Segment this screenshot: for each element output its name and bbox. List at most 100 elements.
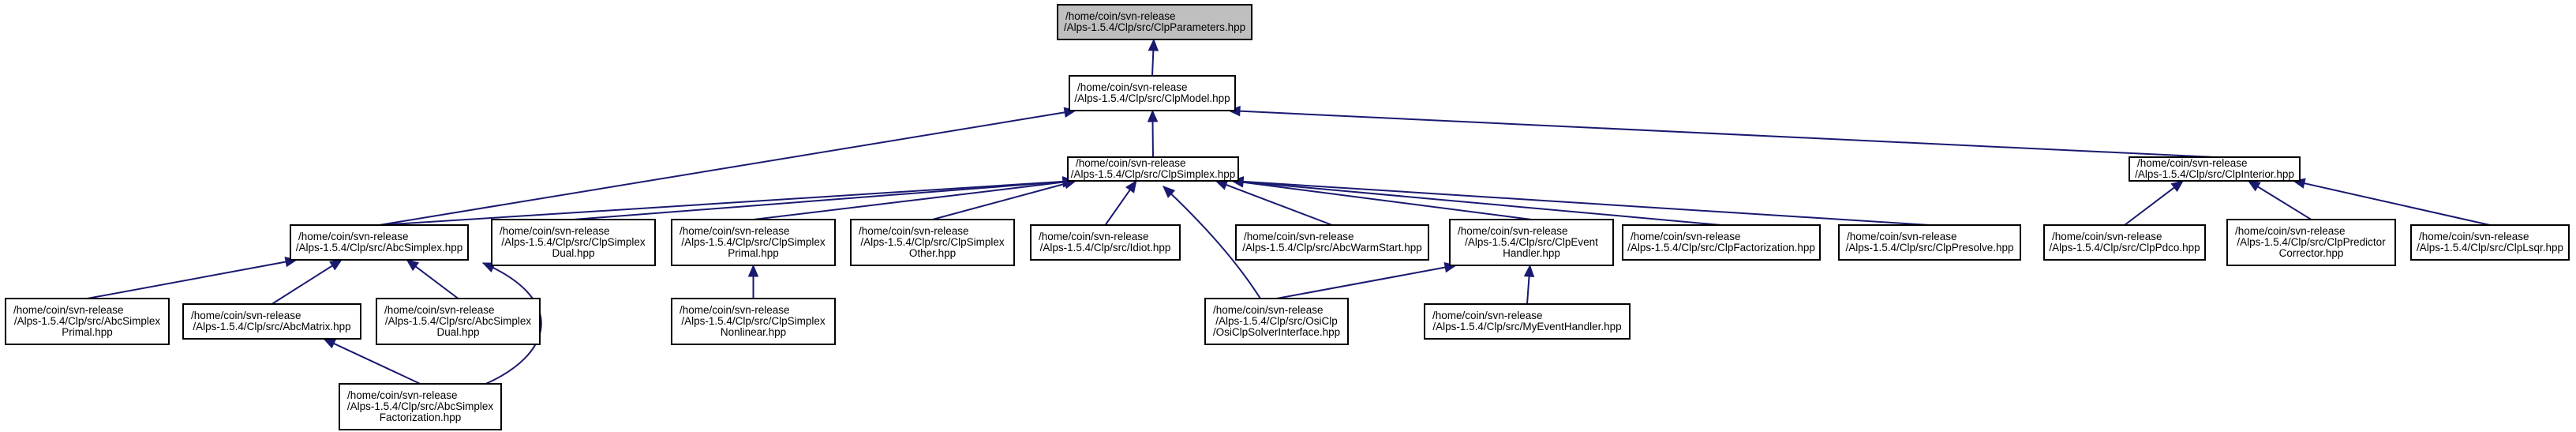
- node-path-line: /Alps-1.5.4/Clp/src/ClpModel.hpp: [1074, 92, 1230, 104]
- node-AbcSimplex[interactable]: /home/coin/svn-release/Alps-1.5.4/Clp/sr…: [290, 224, 469, 261]
- node-path-line: /Alps-1.5.4/Clp/src/ClpParameters.hpp: [1064, 21, 1245, 33]
- node-path-prefix: /home/coin/svn-release: [1244, 231, 1354, 242]
- node-path-prefix: /home/coin/svn-release: [1065, 10, 1176, 22]
- node-path-line: /Alps-1.5.4/Clp/src/ClpSimplex: [501, 236, 646, 248]
- node-path-line: /Alps-1.5.4/Clp/src/ClpPresolve.hpp: [1845, 242, 2013, 254]
- node-AbcSimplexFactorization[interactable]: /home/coin/svn-release/Alps-1.5.4/Clp/sr…: [339, 383, 502, 430]
- node-path-line: /Alps-1.5.4/Clp/src/ClpSimplex: [681, 236, 826, 248]
- node-path-prefix: /home/coin/svn-release: [1077, 81, 1188, 93]
- edge-line: [1242, 180, 1930, 226]
- node-ClpModel[interactable]: /home/coin/svn-release/Alps-1.5.4/Clp/sr…: [1069, 75, 1236, 111]
- node-path-line: Nonlinear.hpp: [721, 326, 786, 338]
- arrowhead-icon: [1125, 179, 1137, 193]
- node-ClpSimplexOther[interactable]: /home/coin/svn-release/Alps-1.5.4/Clp/sr…: [850, 219, 1015, 266]
- node-AbcSimplexDual[interactable]: /home/coin/svn-release/Alps-1.5.4/Clp/sr…: [376, 298, 541, 345]
- node-path-prefix: /home/coin/svn-release: [859, 225, 969, 237]
- node-AbcMatrix[interactable]: /home/coin/svn-release/Alps-1.5.4/Clp/sr…: [182, 303, 361, 340]
- node-path-prefix: /home/coin/svn-release: [1458, 225, 1568, 237]
- node-ClpFactorization[interactable]: /home/coin/svn-release/Alps-1.5.4/Clp/sr…: [1622, 224, 1821, 261]
- node-path-prefix: /home/coin/svn-release: [500, 225, 610, 237]
- node-path-line: Dual.hpp: [552, 247, 594, 259]
- arrowhead-icon: [323, 338, 337, 349]
- node-path-prefix: /home/coin/svn-release: [1076, 157, 1186, 169]
- edge-ClpPdco-to-ClpInterior: [2124, 180, 2185, 226]
- node-ClpSimplexPrimal[interactable]: /home/coin/svn-release/Alps-1.5.4/Clp/sr…: [671, 219, 836, 266]
- node-path-line: /Alps-1.5.4/Clp/src/AbcSimplex: [385, 315, 532, 327]
- edge-ClpPresolve-to-ClpSimplex: [1230, 176, 1930, 226]
- node-path-line: /Alps-1.5.4/Clp/src/ClpSimplex: [681, 315, 826, 327]
- edge-AbcMatrix-to-AbcSimplex: [271, 259, 343, 305]
- node-box: [5, 298, 170, 345]
- node-box: [850, 219, 1015, 266]
- node-box: [2410, 224, 2570, 261]
- arrowhead-icon: [1523, 264, 1535, 277]
- edge-ClpSimplexNonlinear-to-ClpSimplexPrimal: [747, 264, 759, 299]
- edge-line: [1276, 266, 1446, 299]
- edge-ClpInterior-to-ClpModel: [1227, 105, 2215, 158]
- node-box: [2129, 156, 2301, 182]
- edge-ClpPredictorCorrector-to-ClpInterior: [2247, 180, 2312, 220]
- node-path-line: /Alps-1.5.4/Clp/src/AbcWarmStart.hpp: [1242, 242, 1422, 254]
- node-path-line: /Alps-1.5.4/Clp/src/ClpPredictor: [2237, 236, 2386, 248]
- edge-ClpSimplex-to-ClpModel: [1147, 109, 1159, 158]
- node-path-line: /Alps-1.5.4/Clp/src/ClpPdco.hpp: [2049, 242, 2200, 254]
- node-path-line: /Alps-1.5.4/Clp/src/ClpFactorization.hpp: [1627, 242, 1815, 254]
- node-MyEventHandler[interactable]: /home/coin/svn-release/Alps-1.5.4/Clp/sr…: [1424, 303, 1631, 340]
- node-box: [1235, 224, 1429, 261]
- node-OsiClpSolverInterface[interactable]: /home/coin/svn-release/Alps-1.5.4/Clp/sr…: [1204, 298, 1349, 345]
- node-box: [1030, 224, 1181, 261]
- arrowhead-icon: [747, 264, 759, 277]
- node-path-prefix: /home/coin/svn-release: [347, 389, 458, 401]
- node-AbcWarmStart[interactable]: /home/coin/svn-release/Alps-1.5.4/Clp/sr…: [1235, 224, 1429, 261]
- edge-AbcSimplexFactorization-to-AbcMatrix: [323, 338, 421, 385]
- node-path-line: Dual.hpp: [436, 326, 479, 338]
- node-box: [2043, 224, 2206, 261]
- node-ClpPresolve[interactable]: /home/coin/svn-release/Alps-1.5.4/Clp/sr…: [1838, 224, 2021, 261]
- node-box: [339, 383, 502, 430]
- node-ClpInterior[interactable]: /home/coin/svn-release/Alps-1.5.4/Clp/sr…: [2129, 156, 2301, 182]
- node-ClpLsqr[interactable]: /home/coin/svn-release/Alps-1.5.4/Clp/sr…: [2410, 224, 2570, 261]
- node-path-prefix: /home/coin/svn-release: [298, 231, 409, 242]
- node-ClpSimplexDual[interactable]: /home/coin/svn-release/Alps-1.5.4/Clp/sr…: [491, 219, 656, 266]
- node-path-prefix: /home/coin/svn-release: [13, 304, 124, 316]
- edge-line: [87, 261, 286, 299]
- edge-layer: [87, 38, 2491, 385]
- arrowhead-icon: [329, 259, 343, 271]
- edge-AbcSimplex-to-ClpSimplex: [379, 176, 1076, 226]
- edge-line: [1151, 50, 1155, 77]
- edge-line: [1104, 189, 1131, 226]
- node-box: [290, 224, 469, 261]
- edge-line: [932, 182, 1065, 220]
- node-ClpEventHandler[interactable]: /home/coin/svn-release/Alps-1.5.4/Clp/sr…: [1449, 219, 1614, 266]
- edge-ClpFactorization-to-ClpSimplex: [1230, 176, 1722, 226]
- arrowhead-icon: [406, 259, 420, 272]
- node-ClpSimplex[interactable]: /home/coin/svn-release/Alps-1.5.4/Clp/sr…: [1067, 156, 1239, 182]
- node-box: [376, 298, 541, 345]
- node-path-prefix: /home/coin/svn-release: [2137, 157, 2248, 169]
- node-path-line: /Alps-1.5.4/Clp/src/ClpInterior.hpp: [2135, 168, 2294, 180]
- node-AbcSimplexPrimal[interactable]: /home/coin/svn-release/Alps-1.5.4/Clp/sr…: [5, 298, 170, 345]
- node-box: [1622, 224, 1821, 261]
- node-path-line: /Alps-1.5.4/Clp/src/AbcSimplex.hpp: [296, 242, 463, 254]
- node-path-prefix: /home/coin/svn-release: [1432, 310, 1543, 321]
- node-box: [1069, 75, 1236, 111]
- edge-line: [379, 180, 1064, 226]
- node-path-prefix: /home/coin/svn-release: [2235, 225, 2346, 237]
- arrowhead-icon: [2170, 180, 2185, 193]
- node-path-prefix: /home/coin/svn-release: [680, 225, 790, 237]
- edge-line: [1163, 186, 1261, 299]
- node-ClpPredictorCorrector[interactable]: /home/coin/svn-release/Alps-1.5.4/Clp/sr…: [2226, 219, 2396, 266]
- node-box: [1204, 298, 1349, 345]
- node-ClpSimplexNonlinear[interactable]: /home/coin/svn-release/Alps-1.5.4/Clp/sr…: [671, 298, 836, 345]
- node-Idiot[interactable]: /home/coin/svn-release/Alps-1.5.4/Clp/sr…: [1030, 224, 1181, 261]
- node-path-prefix: /home/coin/svn-release: [680, 304, 790, 316]
- node-path-prefix: /home/coin/svn-release: [191, 310, 301, 321]
- node-path-line: Other.hpp: [909, 247, 956, 259]
- edge-line: [2257, 186, 2312, 220]
- edge-OsiClpSolverInterface-to-ClpSimplex: [1163, 186, 1261, 299]
- node-path-line: /Alps-1.5.4/Clp/src/ClpSimplex.hpp: [1071, 168, 1236, 180]
- node-ClpPdco[interactable]: /home/coin/svn-release/Alps-1.5.4/Clp/sr…: [2043, 224, 2206, 261]
- edge-OsiClpSolverInterface-to-ClpEventHandler: [1276, 261, 1458, 299]
- node-path-prefix: /home/coin/svn-release: [1631, 231, 1741, 242]
- node-path-line: Primal.hpp: [62, 326, 113, 338]
